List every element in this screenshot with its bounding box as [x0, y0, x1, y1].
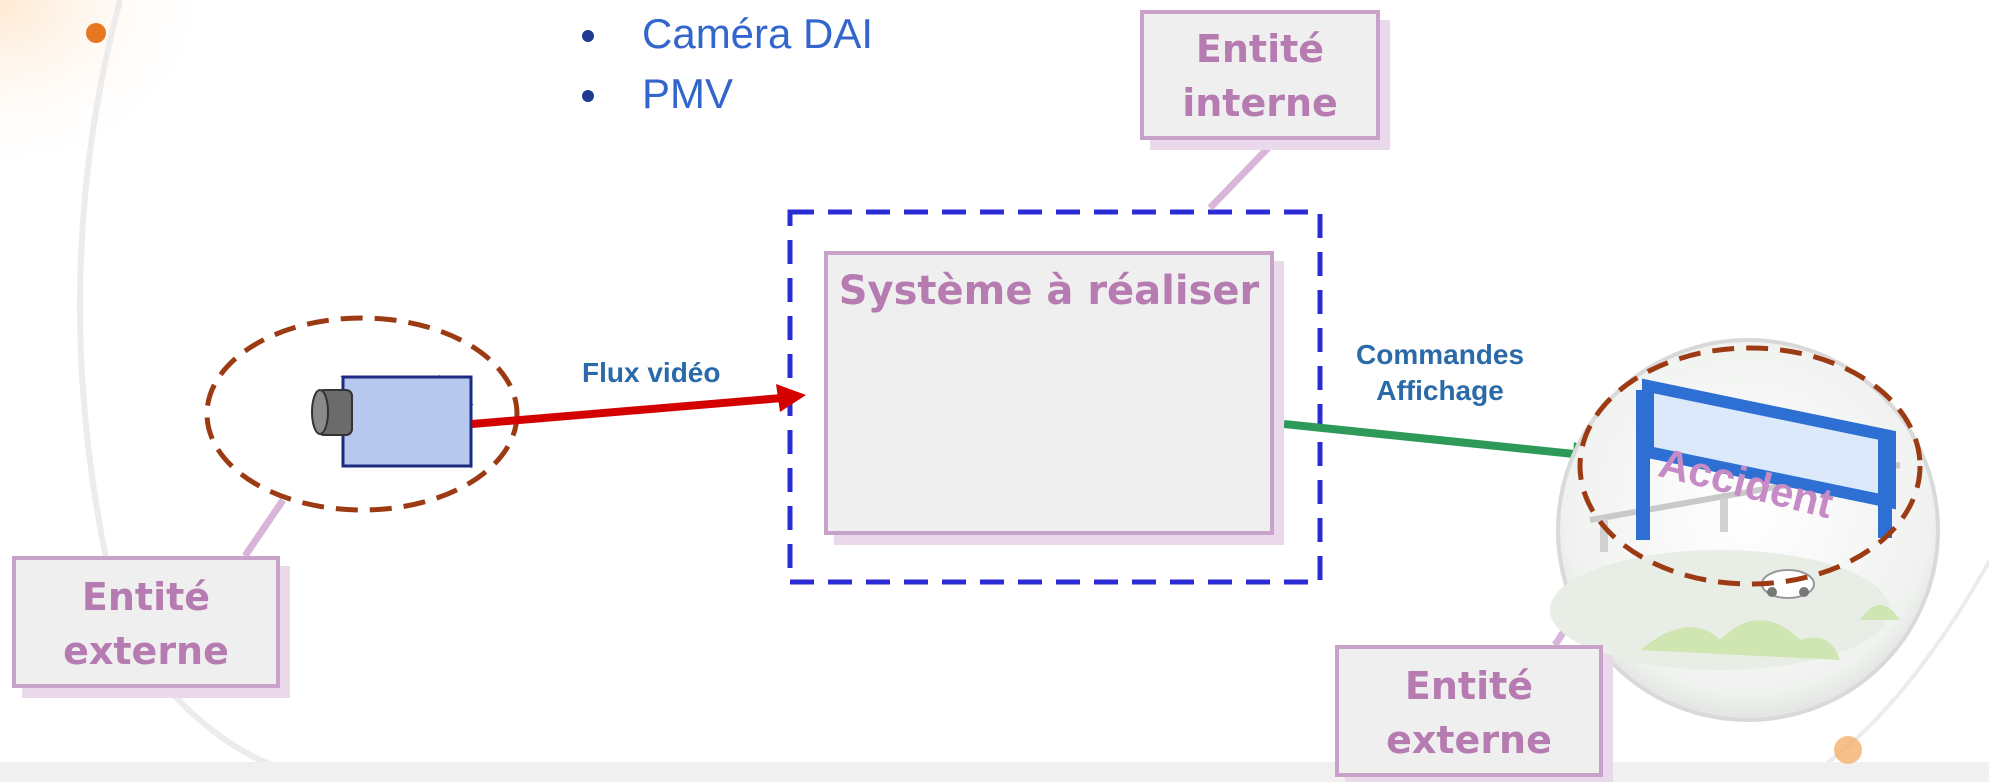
entite-externe-right-line1: Entité: [1404, 664, 1534, 708]
bullet-item-pmv: PMV: [570, 68, 873, 128]
entite-interne-line2: interne: [1182, 81, 1338, 125]
system-box: Système à réaliser: [824, 251, 1274, 535]
entite-externe-right-label: Entité externe: [1335, 645, 1603, 777]
orange-bullet-icon: [86, 23, 106, 43]
bullet-dot-icon: [582, 30, 594, 42]
bullet-item-camera: Caméra DAI: [570, 8, 873, 68]
video-flow-arrow: [471, 384, 806, 428]
bullet-item-label: PMV: [642, 70, 734, 117]
entite-interne-connector: [1207, 145, 1271, 211]
entite-externe-left-line2: externe: [63, 629, 229, 673]
bullet-dot-icon: [582, 90, 594, 102]
entite-externe-right-line2: externe: [1386, 718, 1552, 762]
entite-externe-left-label: Entité externe: [12, 556, 280, 688]
sign-external-boundary: [1577, 345, 1923, 587]
command-flow-line2: Affichage: [1376, 375, 1504, 406]
entite-externe-left-connector: [242, 498, 286, 558]
video-flow-label: Flux vidéo: [582, 357, 721, 388]
bullet-list: Caméra DAI PMV: [570, 8, 873, 128]
camera-icon: [311, 374, 474, 469]
bullet-item-label: Caméra DAI: [642, 10, 874, 57]
command-flow-label: Commandes Affichage: [1356, 337, 1524, 409]
command-flow-arrow: [1283, 420, 1606, 470]
camera-external-boundary: [204, 315, 520, 513]
orange-dot-icon: [1834, 736, 1862, 764]
entite-externe-left-line1: Entité: [81, 575, 211, 619]
command-flow-line1: Commandes: [1356, 339, 1525, 370]
entite-interne-line1: Entité: [1195, 27, 1325, 71]
system-title: Système à réaliser: [838, 268, 1260, 314]
entite-interne-label: Entité interne: [1140, 10, 1380, 140]
